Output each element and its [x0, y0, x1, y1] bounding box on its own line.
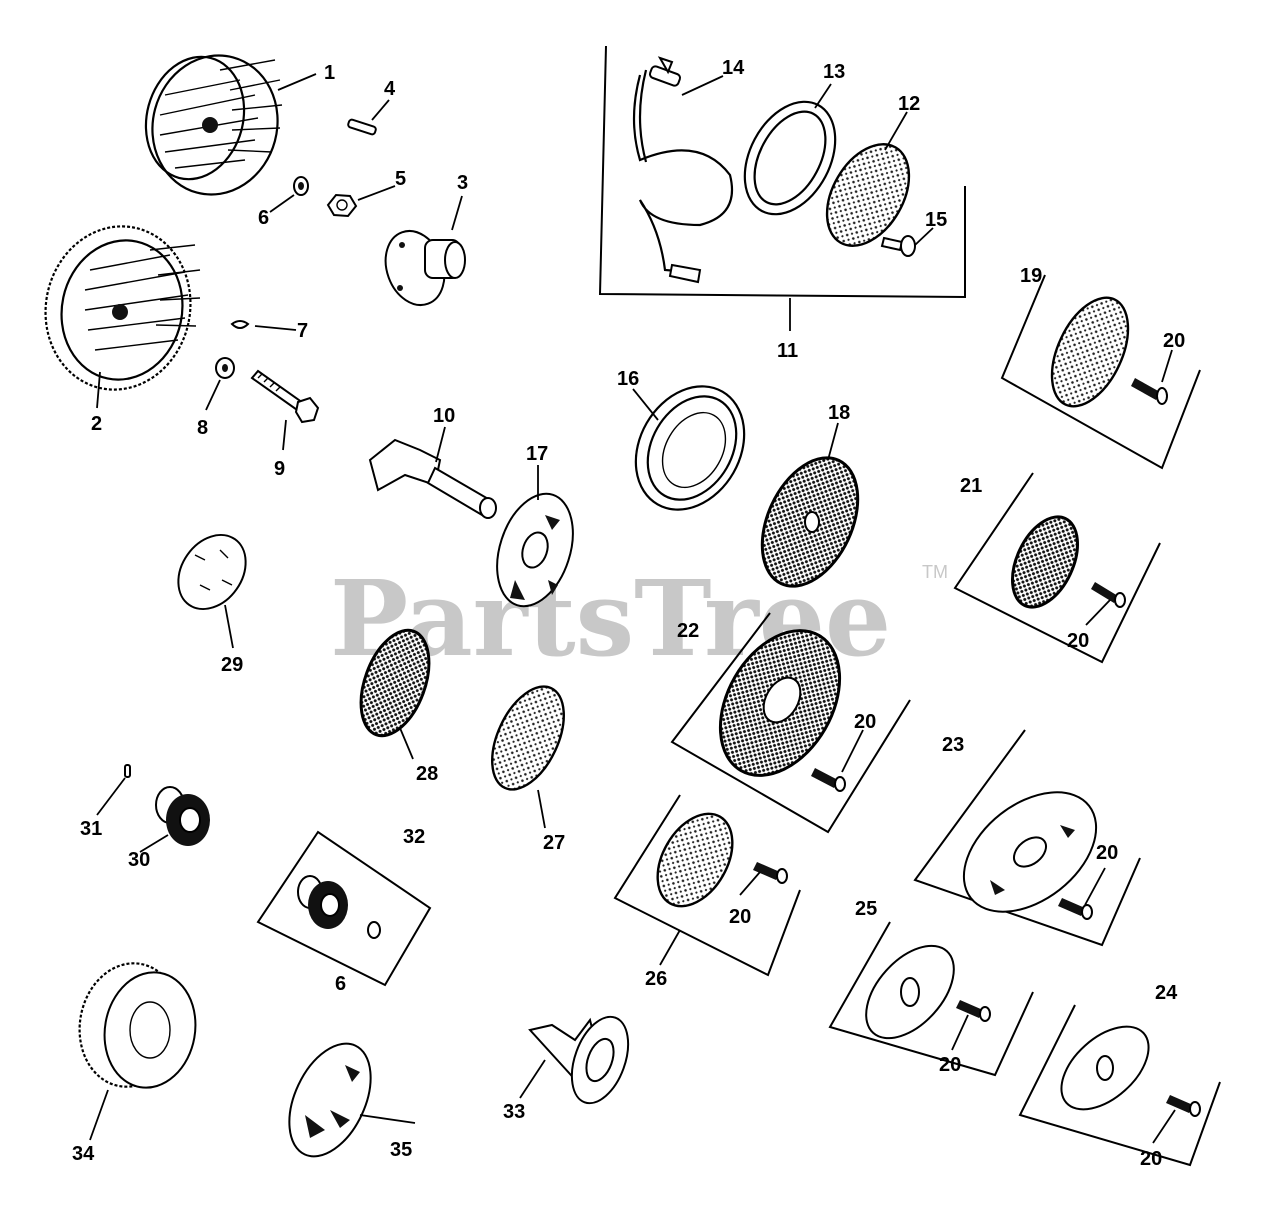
- part-27-screen[interactable]: [478, 675, 579, 800]
- label-part-20-b: 20: [1067, 630, 1089, 652]
- part-20e-screw[interactable]: [1166, 1095, 1201, 1117]
- label-part-22: 22: [677, 620, 699, 642]
- label-part-10: 10: [433, 405, 455, 427]
- label-part-8: 8: [197, 417, 208, 439]
- label-part-31: 31: [80, 818, 102, 840]
- part-25-plate[interactable]: [849, 930, 970, 1055]
- part-26-bracket: [613, 794, 801, 977]
- part-18-screen[interactable]: [743, 443, 877, 602]
- label-part-1: 1: [324, 62, 335, 84]
- part-22-screen[interactable]: [696, 609, 864, 796]
- part-31-pin[interactable]: [124, 764, 131, 778]
- label-part-20-a: 20: [1163, 330, 1185, 352]
- part-7-woodruff-key[interactable]: [230, 320, 250, 329]
- label-part-17: 17: [526, 443, 548, 465]
- part-25-bracket: [828, 921, 1034, 1077]
- label-part-33: 33: [503, 1101, 525, 1123]
- label-part-29: 29: [221, 654, 243, 676]
- part-35-plate[interactable]: [273, 1031, 387, 1169]
- part-19-screen[interactable]: [1036, 286, 1143, 418]
- label-part-20-e: 20: [1096, 842, 1118, 864]
- part-32-bracket: [256, 830, 432, 987]
- part-23-plate[interactable]: [941, 768, 1118, 936]
- part-24-bracket: [1018, 1004, 1221, 1167]
- part-11-bracket: [598, 45, 966, 299]
- part-13-retainer[interactable]: [727, 86, 854, 230]
- part-3-hub[interactable]: [376, 223, 466, 314]
- part-4-key[interactable]: [347, 118, 377, 136]
- leader-lines: [89, 73, 1176, 1144]
- part-15-screw[interactable]: [880, 235, 916, 257]
- part-23-bracket: [913, 729, 1141, 947]
- label-part-16: 16: [617, 368, 639, 390]
- label-part-19: 19: [1020, 265, 1042, 287]
- label-part-34: 34: [72, 1143, 95, 1165]
- label-part-3: 3: [457, 172, 468, 194]
- part-10-shaft[interactable]: [368, 438, 497, 519]
- part-1-flywheel[interactable]: [133, 41, 293, 208]
- part-26-screen[interactable]: [642, 801, 747, 920]
- part-29-plate[interactable]: [164, 522, 259, 622]
- label-part-6-b: 6: [335, 973, 346, 995]
- part-30-bearing[interactable]: [155, 786, 210, 846]
- label-part-24: 24: [1155, 982, 1178, 1004]
- part-21-bracket: [953, 472, 1161, 664]
- label-part-30: 30: [128, 849, 150, 871]
- label-part-9: 9: [274, 458, 285, 480]
- label-part-5: 5: [395, 168, 406, 190]
- label-part-2: 2: [91, 413, 102, 435]
- part-22-bracket: [670, 612, 911, 834]
- label-part-6: 6: [258, 207, 269, 229]
- label-part-26: 26: [645, 968, 667, 990]
- label-part-20-g: 20: [1140, 1148, 1162, 1170]
- part-20a-screw[interactable]: [1131, 378, 1168, 405]
- label-part-13: 13: [823, 61, 845, 83]
- part-16-cup[interactable]: [614, 367, 766, 530]
- label-part-35: 35: [390, 1139, 412, 1161]
- part-17-plate[interactable]: [484, 484, 586, 616]
- label-part-20-c: 20: [854, 711, 876, 733]
- part-19-bracket: [1000, 274, 1201, 470]
- part-21-screen[interactable]: [999, 507, 1090, 618]
- part-20f-screw[interactable]: [956, 1000, 991, 1022]
- part-20c-screw[interactable]: [811, 768, 846, 792]
- label-part-7: 7: [297, 320, 308, 342]
- part-5-nut[interactable]: [326, 193, 358, 218]
- part-6-washer[interactable]: [293, 176, 309, 196]
- label-part-11: 11: [777, 340, 798, 362]
- label-part-20-d: 20: [729, 906, 751, 928]
- part-28-screen[interactable]: [348, 621, 442, 745]
- part-32-bearing[interactable]: [297, 875, 381, 939]
- label-part-23: 23: [942, 734, 964, 756]
- label-part-21: 21: [960, 475, 982, 497]
- label-part-27: 27: [543, 832, 565, 854]
- label-part-32: 32: [403, 826, 425, 848]
- watermark-trademark: TM: [922, 562, 948, 582]
- label-part-25: 25: [855, 898, 877, 920]
- label-part-12: 12: [898, 93, 920, 115]
- part-33-adapter[interactable]: [528, 1009, 639, 1111]
- part-2-flywheel-ring-gear[interactable]: [31, 213, 206, 403]
- part-12-screen[interactable]: [810, 130, 926, 260]
- label-part-28: 28: [416, 763, 438, 785]
- part-20d-screw[interactable]: [1058, 898, 1093, 920]
- label-part-4: 4: [384, 78, 396, 100]
- part-9-bolt[interactable]: [250, 369, 320, 424]
- label-part-14: 14: [722, 57, 745, 79]
- part-8-washer[interactable]: [215, 357, 235, 379]
- part-24-plate[interactable]: [1046, 1011, 1163, 1125]
- part-20g-screw[interactable]: [753, 862, 788, 884]
- label-part-15: 15: [925, 209, 947, 231]
- part-34-pulley[interactable]: [70, 955, 204, 1095]
- part-number-labels: 1 2 3 4 5 6 7 8 9 10 11 12 13 14 15 16 1…: [72, 57, 1185, 1170]
- label-part-18: 18: [828, 402, 850, 424]
- part-14-starter-rope[interactable]: [632, 56, 734, 284]
- part-20b-screw[interactable]: [1091, 582, 1126, 608]
- label-part-20-f: 20: [939, 1054, 961, 1076]
